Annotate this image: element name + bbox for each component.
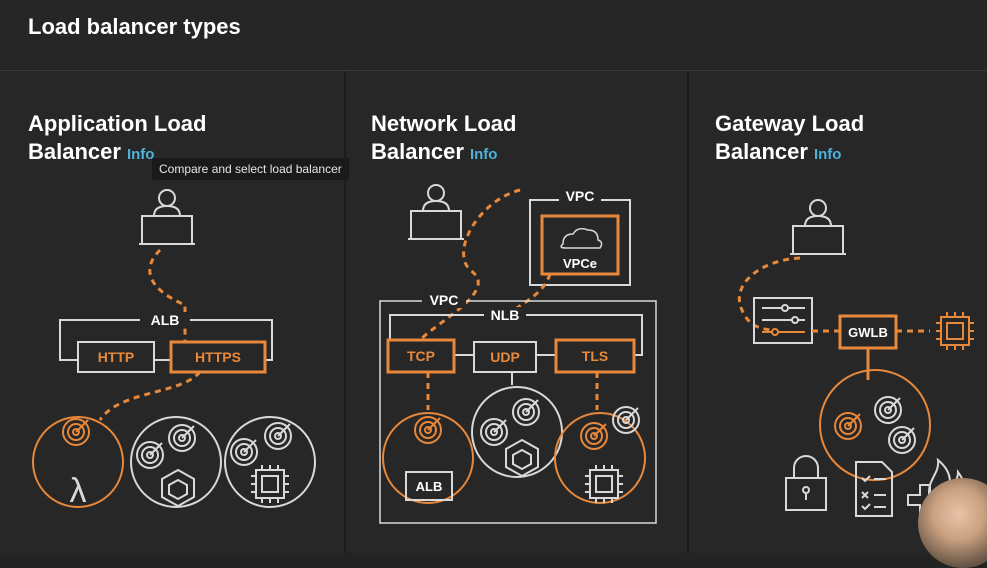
chip-icon — [250, 464, 290, 504]
lambda-target-group — [32, 416, 124, 508]
vpce-label: VPCe — [563, 256, 597, 271]
gwlb-info-link[interactable]: Info — [813, 146, 842, 163]
header: Load balancer types — [0, 0, 987, 71]
container-target-group — [471, 386, 563, 478]
container-icon — [161, 469, 195, 507]
nlb-info-link[interactable]: Info — [469, 146, 498, 163]
instance-target-group — [554, 412, 646, 504]
udp-listener — [473, 341, 537, 373]
nlb-title: Network Load Balancer Info — [371, 110, 516, 169]
endpoint-vpc-label-bg — [559, 188, 601, 204]
vpce-line — [509, 273, 552, 314]
gwlb-title-line1: Gateway Load — [715, 111, 865, 136]
info-tooltip: Compare and select load balancer — [152, 158, 349, 180]
alb-label-bg — [140, 312, 190, 328]
cloud-icon — [560, 227, 603, 249]
vpc-label-bg — [422, 292, 466, 308]
alb-target-label: ALB — [416, 479, 443, 494]
target-icon — [874, 396, 916, 454]
nlb-label: NLB — [491, 307, 520, 323]
load-balancer-diagrams: ALB HTTP HTTPS λ VPC VPCe VPC NLB TCP UD… — [32, 184, 975, 524]
container-icon — [505, 439, 539, 477]
nlb-title-line1: Network Load — [371, 111, 517, 136]
alb-target-line — [98, 370, 202, 421]
http-listener-label: HTTP — [98, 349, 135, 365]
gwlb-column — [689, 71, 987, 553]
nlb-user-line — [418, 188, 521, 342]
alb-info-link[interactable]: Info — [126, 146, 155, 163]
instance-target-group — [224, 416, 316, 508]
chip-icon — [935, 311, 975, 351]
filter-icon-lines — [762, 304, 805, 336]
target-icon — [834, 412, 862, 440]
appliance-target-group — [819, 369, 931, 481]
gwlb-box — [838, 314, 898, 350]
vpc-label: VPC — [430, 292, 459, 308]
nlb-label-bg — [484, 307, 526, 323]
endpoint-vpc-label: VPC — [566, 188, 595, 204]
target-icon — [136, 424, 196, 469]
gwlb-title: Gateway Load Balancer Info — [715, 110, 864, 169]
vpce-box — [540, 214, 620, 276]
https-listener-label: HTTPS — [195, 349, 241, 365]
gwlb-title-line2: Balancer — [715, 139, 808, 164]
column-divider — [687, 71, 689, 553]
tcp-listener — [386, 338, 456, 374]
target-icon — [612, 406, 640, 434]
tcp-listener-label: TCP — [407, 348, 435, 364]
tls-listener-label: TLS — [582, 348, 608, 364]
container-target-group — [130, 416, 222, 508]
checklist-icon — [855, 461, 893, 517]
alb-label: ALB — [151, 312, 180, 328]
gwlb-user-icon — [789, 199, 847, 255]
nlb-user-icon — [407, 184, 465, 240]
alb-target-group — [382, 412, 474, 504]
udp-listener-label: UDP — [490, 349, 520, 365]
alb-title-line1: Application Load — [28, 111, 207, 136]
lambda-icon: λ — [70, 472, 87, 510]
target-icon — [480, 398, 540, 446]
target-icon — [580, 422, 608, 450]
tls-listener — [554, 338, 636, 374]
vpc-frame — [379, 300, 657, 524]
alb-connection-line — [148, 248, 187, 345]
filter-icon — [753, 297, 813, 344]
column-divider — [344, 71, 346, 553]
lock-icon — [785, 455, 827, 511]
target-icon — [62, 418, 90, 446]
alb-title-line2: Balancer — [28, 139, 121, 164]
page-title: Load balancer types — [28, 14, 241, 39]
gwlb-label: GWLB — [848, 325, 888, 340]
alb-title: Application Load Balancer Info — [28, 110, 206, 169]
alb-target-box — [405, 471, 453, 501]
http-listener — [77, 341, 155, 373]
nlb-title-line2: Balancer — [371, 139, 464, 164]
chip-icon — [584, 464, 624, 504]
target-icon — [414, 416, 442, 444]
https-listener — [169, 340, 267, 374]
alb-user-icon — [138, 189, 196, 245]
